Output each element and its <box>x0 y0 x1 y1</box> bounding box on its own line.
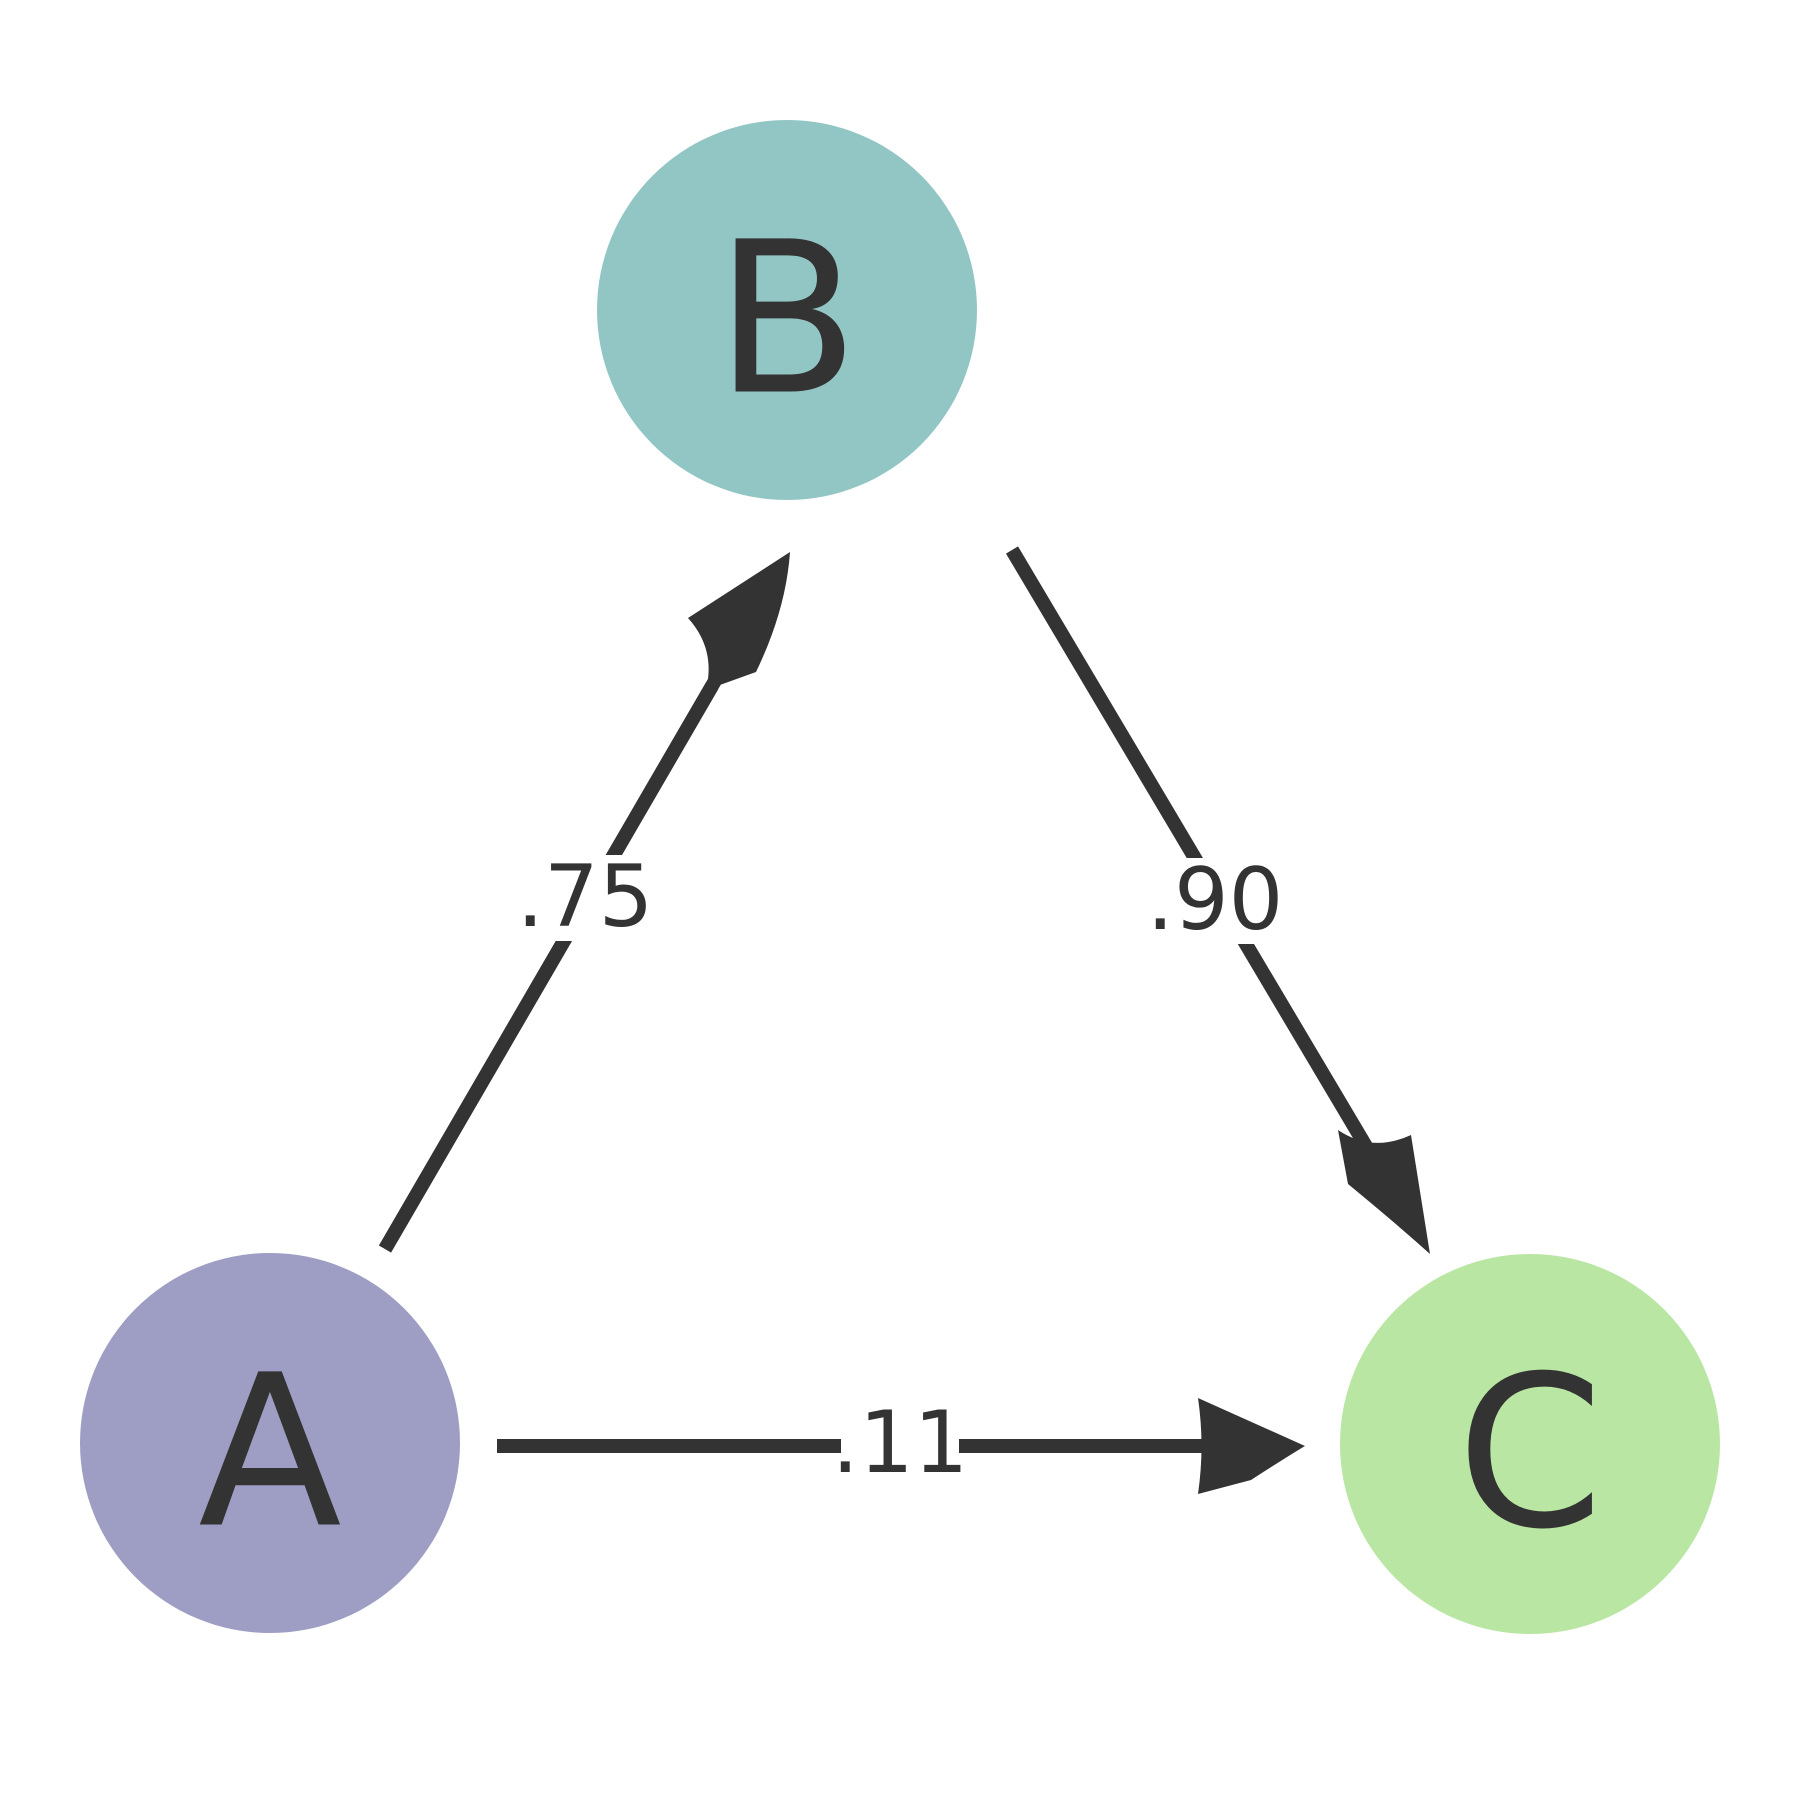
edge-a-to-c-label-bg <box>841 1398 959 1490</box>
edge-a-to-b-arrowhead <box>688 552 790 690</box>
node-c[interactable]: C <box>1340 1254 1720 1634</box>
node-c-label: C <box>1457 1331 1604 1576</box>
node-a-label: A <box>198 1330 342 1575</box>
edge-b-to-c-label: .90 <box>1147 850 1284 950</box>
node-a[interactable]: A <box>80 1253 460 1633</box>
node-c-circle[interactable] <box>1340 1254 1720 1634</box>
edge-b-to-c[interactable]: .90 <box>1005 546 1430 1254</box>
edge-a-to-b-line-shaft <box>378 675 723 1253</box>
node-a-circle[interactable] <box>80 1253 460 1633</box>
edge-a-to-b[interactable]: .75 <box>378 552 790 1253</box>
node-b[interactable]: B <box>597 120 977 500</box>
edge-a-to-b-label-bg <box>528 855 646 941</box>
edge-a-to-c[interactable]: .11 <box>497 1393 1305 1494</box>
edge-a-to-b-label: .75 <box>517 847 654 947</box>
edges-layer: .75 .90 .11 <box>378 546 1430 1494</box>
nodes-layer: A B C <box>80 120 1720 1634</box>
node-b-circle[interactable] <box>597 120 977 500</box>
edge-b-to-c-label-bg <box>1158 858 1276 944</box>
edge-a-to-c-arrowhead <box>1198 1398 1305 1494</box>
node-b-label: B <box>715 197 859 442</box>
edge-b-to-c-arrowhead <box>1338 1130 1430 1254</box>
edge-b-to-c-line-shaft <box>1005 546 1374 1152</box>
edge-a-to-c-label: .11 <box>832 1393 969 1493</box>
